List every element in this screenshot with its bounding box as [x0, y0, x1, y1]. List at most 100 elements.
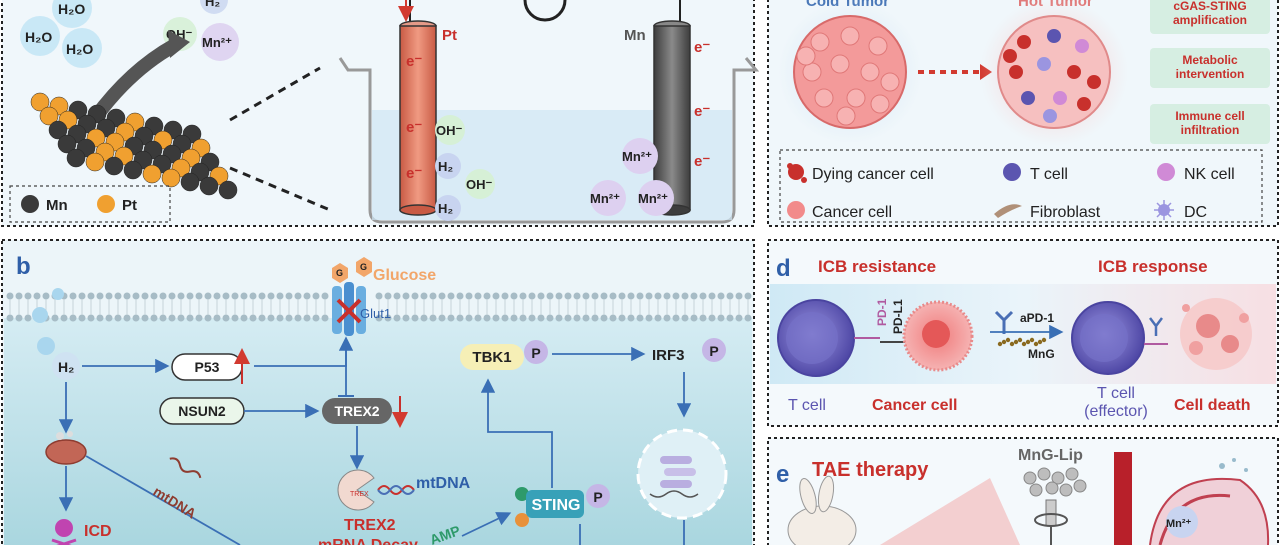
mn-legend-label: Mn: [46, 197, 68, 214]
cancer-cell-label: Cancer cell: [872, 397, 957, 414]
trex-enzyme-label: TREX: [350, 491, 369, 498]
pt-atom: [85, 152, 105, 172]
dc-icon: [1154, 200, 1174, 220]
glut1-label: Glut1: [360, 306, 391, 321]
mn-atom: [104, 156, 124, 176]
pt-atom: [142, 164, 162, 184]
apd1-label: aPD-1: [1020, 311, 1054, 325]
tbk1-box: [460, 344, 524, 370]
sting-label: STING: [532, 497, 581, 514]
irf3-p: [702, 338, 726, 362]
mng-lip-label: MnG-Lip: [1018, 447, 1083, 464]
pt-electrode: [399, 25, 437, 211]
fibroblast-icon: [994, 204, 1022, 218]
svg-text:Mn²⁺: Mn²⁺: [202, 35, 232, 50]
panel-b-letter: b: [16, 253, 31, 280]
tbk1-p: [524, 340, 548, 364]
mn-atom: [48, 120, 68, 140]
mn-atom: [57, 134, 77, 154]
pt-atom: [30, 92, 50, 112]
oh-ion-label: OH⁻: [436, 123, 463, 138]
tae-therapy-label: TAE therapy: [812, 459, 929, 481]
dying-cell-label: Dying cancer cell: [812, 166, 934, 183]
p53-label: P53: [195, 359, 220, 375]
panel-c: Cold Tumor Hot Tumor cGAS-STINGamplifica…: [767, 0, 1279, 227]
mn-ion-label: Mn²⁺: [590, 191, 620, 206]
cold-tumor-cells: [796, 26, 900, 126]
effector-t-cell-label: T cell: [1097, 385, 1135, 402]
cell-membrane: [6, 292, 752, 322]
trex2-decay-label: TREX2: [344, 517, 396, 534]
liposome-particles: [1023, 467, 1087, 497]
panel-d-letter: d: [776, 255, 791, 282]
pdl1-label: PD-L1: [891, 299, 905, 334]
trex2-box: [322, 398, 392, 424]
electron-label: e⁻: [694, 39, 710, 56]
pt-electrode-label: Pt: [442, 27, 457, 44]
electron-label: e⁻: [406, 119, 422, 136]
mn-atom: [218, 180, 238, 200]
tbk1-p-label: P: [531, 345, 540, 361]
trex2-label: TREX2: [334, 403, 379, 419]
mn-atom: [199, 176, 219, 196]
electron-label: e⁻: [694, 153, 710, 170]
mtdna-strand: [377, 485, 415, 495]
mtdna-release-arrow: [85, 455, 241, 546]
mn-ion-label: Mn²⁺: [638, 191, 668, 206]
mn-legend-dot: [21, 195, 39, 213]
h2-ion-label: H₂: [438, 159, 453, 174]
mn-ion-label: Mn²⁺: [622, 149, 652, 164]
glucose-icon: G G: [332, 257, 372, 283]
tbk1-label: TBK1: [472, 349, 511, 366]
oh-ion-label: OH⁻: [466, 177, 493, 192]
panel-e-letter: e: [776, 461, 789, 488]
zoom-line: [229, 166, 331, 212]
electron-label: e⁻: [694, 103, 710, 120]
pt-legend-label: Pt: [122, 197, 137, 214]
mtdna-label: mtDNA: [416, 475, 471, 492]
glut1-transporter: [332, 282, 366, 336]
mn-electrode-label: Mn: [624, 27, 646, 44]
camp-to-sting-arrow: [461, 512, 512, 537]
t-cell-icon: [1003, 163, 1021, 181]
svg-text:H₂O: H₂O: [25, 29, 52, 45]
pd1-label: PD-1: [875, 298, 889, 326]
irf3-p-label: P: [709, 343, 718, 359]
svg-text:G: G: [336, 268, 343, 278]
panel-b: b G G Glucose Glut1 H₂ P53: [1, 239, 755, 550]
h2o-molecule: H₂O: [20, 16, 60, 56]
cell-death-label: Cell death: [1174, 397, 1250, 414]
mn-ion-label: Mn²⁺: [1166, 518, 1192, 530]
syringe-icon: [1034, 499, 1068, 545]
mitochondrion: [45, 439, 87, 465]
nk-cell-icon: [1157, 163, 1175, 181]
electron-label: e⁻: [406, 165, 422, 182]
svg-text:H₂O: H₂O: [58, 1, 85, 17]
h2o-molecule: H₂O: [52, 0, 92, 28]
trex2-decay-label-2: mRNA Decay: [318, 537, 418, 545]
glucose-label: Glucose: [373, 267, 436, 284]
irf3-label: IRF3: [652, 347, 685, 364]
mn-ion: Mn²⁺: [201, 23, 239, 61]
sting-box: [526, 490, 584, 518]
mn-electrode: [653, 25, 691, 211]
sting-p: [586, 484, 610, 508]
t-cell-label: T cell: [1030, 166, 1068, 183]
h2-bubble: [52, 352, 80, 380]
zoom-line: [229, 66, 321, 122]
beaker: [338, 57, 760, 224]
dying-cancer-cell: [1180, 298, 1252, 370]
t-cell-label: T cell: [788, 397, 826, 414]
h2-label: H₂: [58, 359, 74, 375]
cytoplasm: [4, 318, 752, 548]
mng-label: MnG: [1028, 347, 1055, 361]
cancer-cell-label: Cancer cell: [812, 204, 892, 221]
svg-text:H₂: H₂: [205, 0, 220, 9]
panel-d: d ICB resistance ICB response PD-1 PD-L1…: [767, 239, 1279, 427]
hot-tumor-cells: [1003, 29, 1101, 123]
